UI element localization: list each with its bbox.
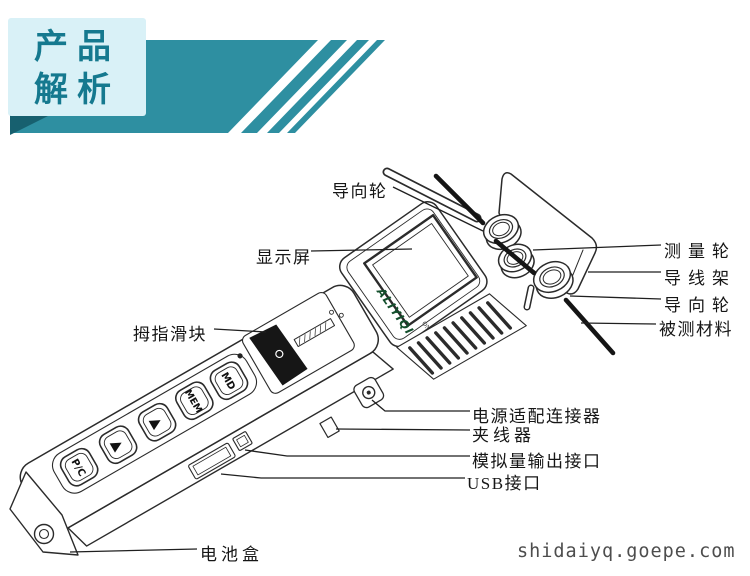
- banner-stripe-1: [241, 40, 347, 133]
- guide-wheel-right-shape: [532, 260, 574, 300]
- led-dot: [237, 353, 243, 359]
- usb-port-slot: [188, 442, 236, 480]
- leader-display: [310, 248, 413, 252]
- analog-output-port-inner: [236, 434, 249, 448]
- device-body-group: P/C ▲ ▲ MEM MD: [19, 201, 527, 547]
- usb-port-slot-inner: [192, 446, 232, 476]
- wire-guide-frame: [498, 172, 598, 295]
- button-pc-inner: [64, 452, 94, 482]
- button-md: [209, 361, 249, 401]
- badge-title-line1: 产品: [34, 28, 120, 66]
- callout-guide-wheel-top: 导向轮: [332, 182, 388, 201]
- guide-wheel-top-shape: [482, 213, 522, 251]
- callout-thumb-slider: 拇指滑块: [133, 325, 207, 344]
- button-md-inner: [214, 366, 244, 395]
- button-pc: [59, 447, 99, 487]
- button-mem: [174, 381, 214, 421]
- leader-lines: [69, 186, 662, 553]
- analog-output-port: [232, 431, 253, 451]
- callout-display: 显示屏: [256, 248, 312, 267]
- screw-dot-2: [338, 312, 344, 318]
- wire-clamp-tab: [319, 416, 340, 439]
- power-adapter-connector: [353, 376, 385, 409]
- vent-face: [396, 293, 527, 380]
- button-mem-inner: [180, 386, 209, 415]
- banner-stripe-2: [267, 40, 369, 133]
- leader-guide-wheel-right: [569, 295, 662, 300]
- track-hatching: [299, 322, 327, 346]
- callout-wire-guide-frame: 导线架: [664, 269, 736, 288]
- callout-measuring-wheel: 测量轮: [664, 242, 736, 261]
- display-head: ALIYIQI ON: [338, 201, 488, 348]
- tip-hole-inner: [38, 528, 50, 540]
- display-screen: [363, 213, 478, 327]
- callout-wire-clamp: 夹线器: [472, 426, 535, 445]
- callout-measured-material: 被测材料: [659, 320, 733, 339]
- keypad-plate: [51, 353, 258, 494]
- wheel-mount-fill: [525, 286, 533, 309]
- callout-power-adapter: 电源适配连接器: [472, 407, 602, 426]
- button-up-2: [137, 402, 177, 442]
- slider-emblem: [275, 349, 284, 359]
- thumb-slider: [249, 324, 308, 386]
- leader-measured-material: [580, 322, 657, 325]
- measured-material-wire: [433, 173, 616, 356]
- leader-battery-box: [69, 548, 198, 553]
- battery-end-face: [9, 471, 79, 556]
- leader-usb-port: [220, 473, 465, 479]
- leader-analog-output: [244, 449, 470, 457]
- callout-usb-port: USB接口: [467, 474, 542, 493]
- callout-guide-wheel-right: 导向轮: [664, 296, 736, 315]
- leader-measuring-wheel: [532, 244, 662, 251]
- banner-stripe-3: [287, 40, 385, 133]
- leader-thumb-slider: [213, 328, 267, 333]
- display-screen-inner: [372, 223, 469, 318]
- screw-dot-1: [329, 309, 334, 315]
- badge-fold: [10, 116, 48, 135]
- button-up-2-inner: [142, 407, 172, 437]
- keypad-buttons: P/C ▲ ▲ MEM MD: [59, 361, 249, 487]
- screen-tag: ON: [420, 320, 431, 332]
- callout-battery-box: 电池盒: [200, 545, 263, 564]
- badge-title-line2: 解析: [34, 71, 120, 109]
- device-illustration: P/C ▲ ▲ MEM MD: [9, 167, 616, 556]
- callout-analog-output: 模拟量输出接口: [472, 452, 602, 471]
- product-analysis-badge: 产品 解析: [8, 18, 146, 116]
- wheel-arm-fill: [384, 169, 480, 221]
- slider-track: [293, 318, 336, 348]
- vent-grille: [408, 301, 513, 375]
- leader-power-adapter: [371, 399, 470, 412]
- leader-guide-wheel-top: [392, 186, 484, 232]
- head-bezel: [346, 208, 481, 340]
- leader-wire-clamp: [335, 428, 471, 431]
- button-up-1-inner: [103, 430, 133, 459]
- button-up-1: [98, 425, 138, 465]
- tip-hole-outer: [33, 523, 55, 545]
- watermark-text: shidaiyq.goepe.com: [517, 541, 736, 562]
